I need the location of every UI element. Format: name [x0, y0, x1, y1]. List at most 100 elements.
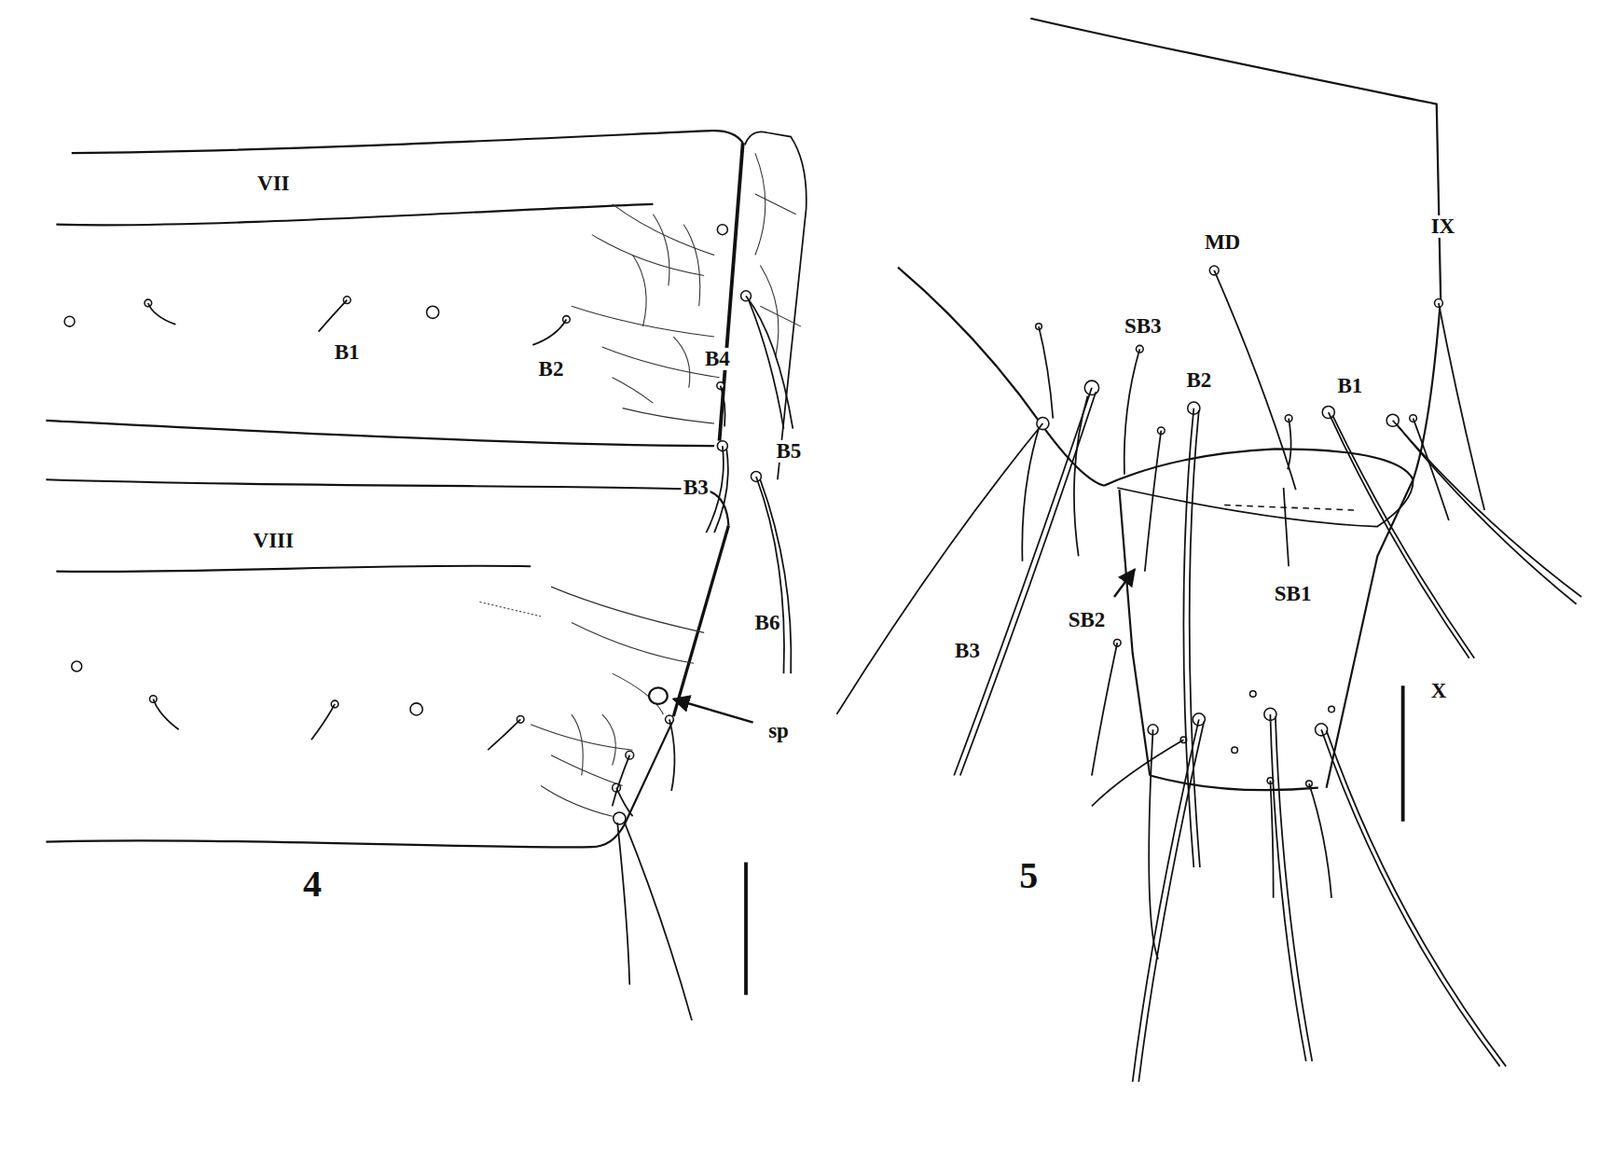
seta	[1275, 716, 1312, 1062]
segment-outline	[45, 718, 674, 847]
seta	[1283, 487, 1289, 566]
cuticle-reticulation	[592, 234, 704, 276]
seta-socket	[410, 703, 423, 716]
cuticle-reticulation	[612, 377, 654, 403]
cuticle-reticulation	[540, 785, 613, 816]
seta	[532, 318, 566, 345]
seta	[1326, 730, 1507, 1066]
segment-outline	[897, 267, 1104, 486]
seta	[1287, 418, 1292, 470]
seta-socket	[717, 224, 728, 235]
seta	[759, 479, 791, 674]
cuticle-reticulation	[755, 152, 766, 255]
seta-socket	[64, 316, 75, 327]
part-label: VIII	[251, 529, 296, 552]
seta	[1269, 780, 1273, 898]
segment-outline	[1149, 775, 1319, 791]
part-label: MD	[1202, 231, 1242, 254]
segment-outline	[1118, 489, 1150, 775]
part-label: B1	[1335, 374, 1365, 398]
seta	[748, 301, 784, 429]
part-label: B2	[537, 358, 566, 381]
seta	[152, 698, 179, 730]
seta	[1091, 739, 1184, 806]
seta	[311, 703, 335, 740]
leader-arrow	[673, 698, 753, 722]
seta	[148, 303, 177, 325]
seta	[318, 300, 348, 332]
part-label: B5	[774, 440, 804, 463]
segment-outline	[55, 565, 531, 572]
segment-outline	[45, 420, 715, 446]
seta	[617, 822, 630, 985]
part-label: B6	[753, 610, 783, 634]
part-label: B3	[681, 476, 711, 499]
cuticle-reticulation	[612, 204, 715, 256]
part-label: VII	[255, 172, 292, 195]
segment-outline	[55, 204, 653, 226]
seta	[720, 386, 726, 428]
seta	[714, 448, 729, 533]
part-label: sp	[766, 719, 791, 743]
seta	[1309, 783, 1332, 898]
seta	[1269, 714, 1306, 1062]
segment-outline	[1103, 448, 1414, 485]
seta	[1138, 721, 1204, 1082]
segment-outline	[744, 131, 807, 480]
seta	[1213, 270, 1297, 490]
seta-socket	[149, 695, 157, 704]
scale-bar	[745, 685, 1404, 995]
seta	[1438, 303, 1485, 511]
cuticle-reticulation	[683, 224, 701, 307]
cuticle-reticulation	[571, 305, 715, 337]
part-label: B1	[332, 340, 362, 363]
seta	[487, 718, 521, 750]
seta	[1021, 428, 1039, 562]
seta	[1189, 410, 1200, 868]
cuticle-reticulation	[673, 336, 690, 388]
cuticle-reticulation	[551, 755, 623, 787]
seta	[1183, 408, 1194, 868]
scale-bar	[744, 862, 748, 995]
cuticle-reticulation	[759, 305, 801, 327]
seta	[1038, 326, 1053, 418]
seta	[1132, 718, 1200, 1081]
segment-outline	[45, 18, 1441, 848]
leader-arrow	[673, 569, 1135, 723]
seta	[1413, 418, 1449, 521]
leader-arrow	[1114, 569, 1135, 598]
seta	[953, 387, 1092, 776]
part-label: SB2	[1066, 608, 1108, 632]
cuticle-reticulation	[479, 602, 541, 617]
seta-socket	[1231, 746, 1239, 754]
segment-outline	[45, 479, 729, 525]
cuticle-reticulation	[755, 193, 797, 215]
part-label: B3	[952, 639, 982, 663]
seta	[1393, 420, 1582, 597]
figure-number: 4	[301, 864, 324, 904]
scale-bar	[1401, 685, 1406, 822]
seta-socket	[1328, 705, 1336, 713]
segment-outline	[1224, 505, 1357, 511]
cuticle-reticulation	[602, 714, 617, 766]
seta	[616, 787, 634, 817]
part-label: SB1	[1272, 582, 1314, 606]
seta-socket	[71, 661, 83, 672]
segment-outline	[1326, 479, 1414, 787]
cuticle-reticulation	[602, 346, 720, 378]
segment-outline	[719, 142, 744, 441]
part-label: IX	[1429, 215, 1458, 238]
seta	[1396, 424, 1577, 605]
cuticle-reticulation	[571, 621, 694, 663]
seta-socket	[427, 305, 440, 318]
cuticle-reticulation	[622, 408, 715, 424]
seta	[669, 718, 676, 791]
seta	[756, 476, 785, 674]
seta	[960, 391, 1097, 775]
seta-socket	[648, 687, 668, 704]
seta	[148, 270, 1582, 1082]
figure-number: 5	[1017, 855, 1040, 896]
cuticle-reticulation	[551, 586, 704, 633]
